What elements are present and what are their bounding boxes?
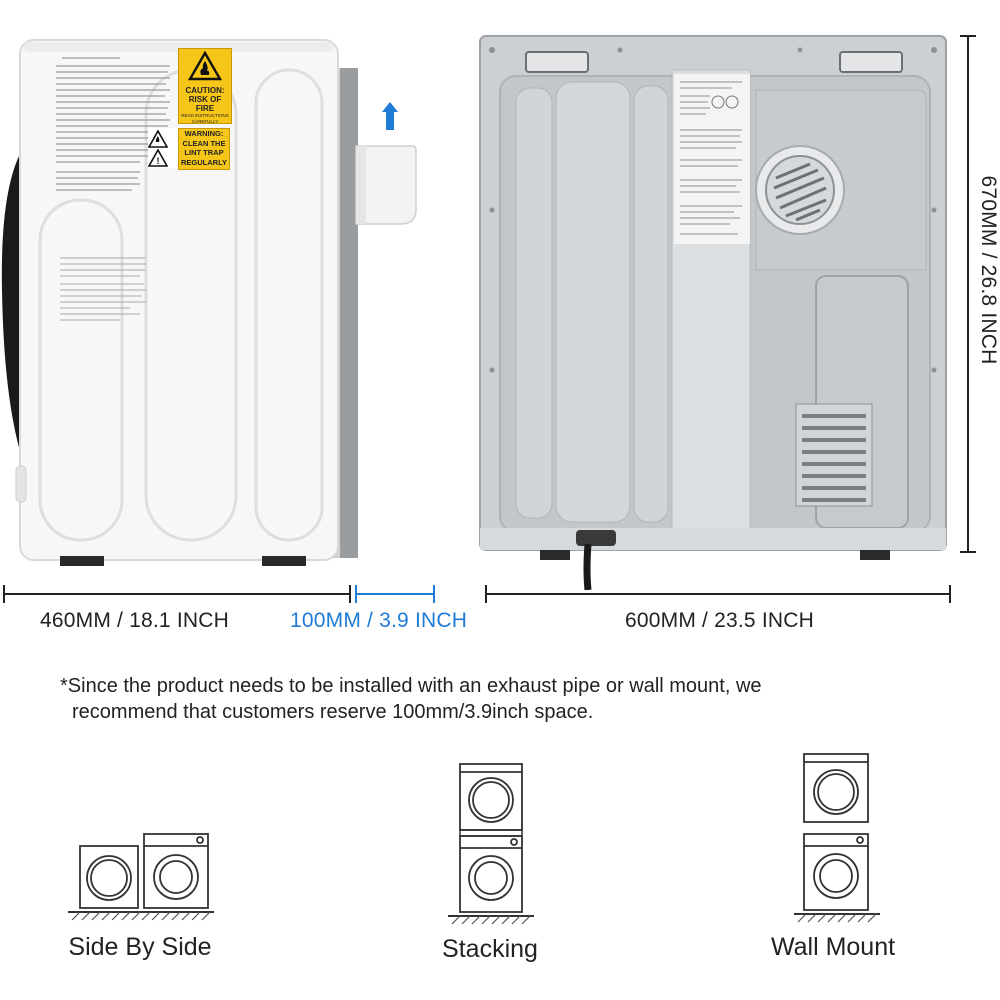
caution-line2: RISK OF FIRE bbox=[188, 95, 222, 113]
caution-title: CAUTION: bbox=[185, 86, 225, 95]
width-dimension-label: 600MM / 23.5 INCH bbox=[625, 609, 814, 632]
warning-line3: LINT TRAP bbox=[184, 148, 224, 157]
dryer-icon bbox=[459, 763, 523, 831]
depth-dimension-label: 460MM / 18.1 INCH bbox=[40, 609, 229, 632]
warning-line2: CLEAN THE bbox=[182, 138, 226, 148]
side-by-side-illustration bbox=[68, 833, 214, 921]
installation-note: *Since the product needs to be installed… bbox=[60, 673, 980, 725]
exhaust-duct bbox=[355, 102, 417, 225]
washer-icon bbox=[459, 835, 523, 913]
caution-line3: READ INSTRUCTIONS bbox=[181, 113, 229, 118]
washer-icon bbox=[803, 833, 869, 911]
wall-mount-label: Wall Mount bbox=[770, 933, 896, 961]
wall-mount-illustration bbox=[794, 753, 880, 923]
washer-icon bbox=[143, 833, 209, 909]
height-dimension-label: 670MM / 26.8 INCH bbox=[977, 175, 1000, 365]
caution-line4: CAREFULLY bbox=[191, 119, 219, 124]
clearance-dimension-label: 100MM / 3.9 INCH bbox=[290, 609, 468, 632]
note-line-2: recommend that customers reserve 100mm/3… bbox=[72, 701, 594, 723]
svg-text:!: ! bbox=[157, 156, 160, 166]
fire-warning-icon bbox=[187, 50, 223, 81]
stacking-illustration bbox=[448, 763, 534, 925]
hazard-triangle-icon-2: ! bbox=[148, 149, 168, 167]
warning-line4: REGULARLY bbox=[181, 157, 227, 167]
note-line-1: *Since the product needs to be installed… bbox=[60, 675, 762, 697]
dryer-icon bbox=[79, 845, 139, 909]
dryer-back-view bbox=[479, 35, 947, 590]
stacking-label: Stacking bbox=[442, 935, 538, 963]
dimension-lines bbox=[3, 35, 976, 603]
caution-sticker: CAUTION: RISK OF FIRE READ INSTRUCTIONS … bbox=[178, 48, 232, 124]
warning-title: WARNING: bbox=[184, 129, 224, 138]
up-arrow-icon bbox=[382, 102, 398, 130]
dryer-side-view bbox=[1, 39, 358, 566]
side-by-side-label: Side By Side bbox=[68, 933, 212, 961]
dryer-icon bbox=[803, 753, 869, 823]
hazard-triangle-icon bbox=[148, 130, 168, 148]
lint-warning-sticker: ! WARNING: CLEAN THE LINT TRAP REGULARLY bbox=[148, 128, 230, 170]
